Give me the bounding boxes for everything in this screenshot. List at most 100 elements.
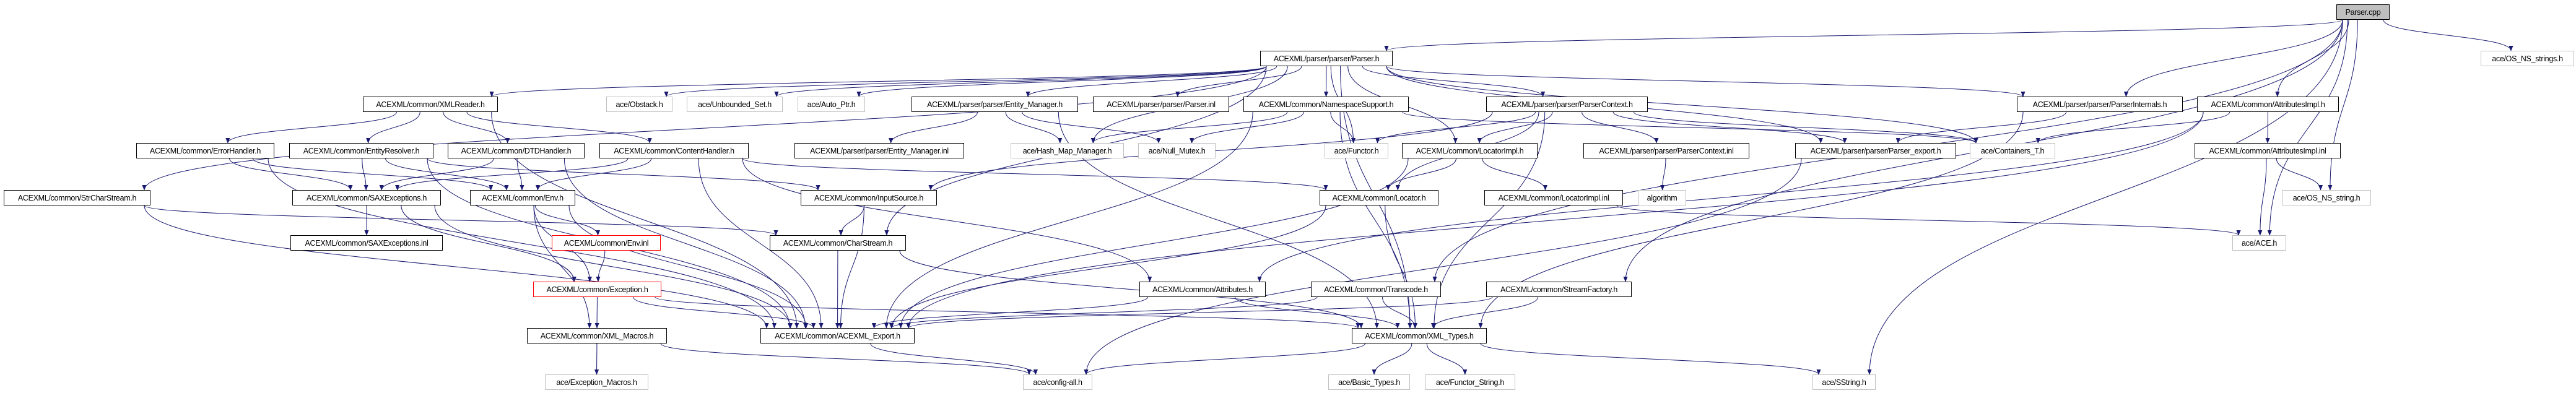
node-streamfact[interactable]: ACEXML/common/StreamFactory.h	[1486, 282, 1632, 297]
node-label: ACEXML/common/XML_Macros.h	[540, 331, 654, 340]
node-parser-h[interactable]: ACEXML/parser/parser/Parser.h	[1260, 51, 1393, 66]
node-label: ace/OS_NS_string.h	[2292, 193, 2361, 202]
edge-errh-to-envh	[252, 158, 494, 191]
node-xmlreader[interactable]: ACEXML/common/XMLReader.h	[363, 97, 498, 112]
edge-xmlreader-to-dtdh	[443, 111, 510, 144]
node-locimpl[interactable]: ACEXML/common/LocatorImpl.h	[1402, 143, 1538, 158]
edge-pctx-to-locimpl	[1477, 111, 1553, 144]
node-parserinl[interactable]: ACEXML/parser/parser/Parser.inl	[1093, 97, 1229, 112]
node-entmgr[interactable]: ACEXML/parser/parser/Entity_Manager.h	[912, 97, 1078, 112]
edge-parser_h-to-unbset	[774, 66, 1267, 97]
node-conth[interactable]: ACEXML/common/ContentHandler.h	[599, 143, 749, 158]
node-label: ACEXML/common/SAXExceptions.inl	[305, 238, 429, 248]
edge-parser_h-to-entmgr	[1025, 66, 1277, 97]
node-exception[interactable]: ACEXML/common/Exception.h	[533, 282, 661, 297]
node-functorstr[interactable]: ace/Functor_String.h	[1425, 374, 1515, 390]
edge-nssupport-to-hashmap	[1090, 111, 1288, 144]
node-xmltypes[interactable]: ACEXML/common/XML_Types.h	[1352, 328, 1487, 343]
node-osnsstring[interactable]: ace/OS_NS_string.h	[2282, 190, 2371, 205]
node-pinternals[interactable]: ACEXML/parser/parser/ParserInternals.h	[2017, 97, 2183, 112]
edge-inputsrc-to-export	[838, 205, 864, 329]
edge-conth-to-saxexc	[395, 158, 629, 191]
node-containers[interactable]: ace/Containers_T.h	[1970, 143, 2055, 158]
node-basictypes[interactable]: ace/Basic_Types.h	[1328, 374, 1410, 390]
edge-strchar-to-charstream	[144, 205, 778, 236]
edge-entmgr-to-entmgrinl	[889, 111, 978, 144]
node-attrimplinl[interactable]: ACEXML/common/AttributesImpl.inl	[2195, 143, 2341, 158]
node-attributes[interactable]: ACEXML/common/Attributes.h	[1139, 282, 1266, 297]
node-excmacros[interactable]: ace/Exception_Macros.h	[545, 374, 648, 390]
node-envh[interactable]: ACEXML/common/Env.h	[470, 190, 575, 205]
node-sstring[interactable]: ace/SString.h	[1812, 374, 1876, 390]
edge-nssupport-to-containers	[1402, 111, 1978, 144]
node-pctx[interactable]: ACEXML/parser/parser/ParserContext.h	[1486, 97, 1648, 112]
node-inputsrc[interactable]: ACEXML/common/InputSource.h	[801, 190, 937, 205]
node-label: ace/Exception_Macros.h	[556, 378, 637, 387]
node-obstack[interactable]: ace/Obstack.h	[606, 97, 672, 112]
node-pctxinl[interactable]: ACEXML/parser/parser/ParserContext.inl	[1583, 143, 1749, 158]
node-label: ACEXML/common/DTDHandler.h	[461, 146, 572, 155]
node-transcode[interactable]: ACEXML/common/Transcode.h	[1311, 282, 1441, 297]
node-export[interactable]: ACEXML/common/ACEXML_Export.h	[760, 328, 915, 343]
node-saxinl[interactable]: ACEXML/common/SAXExceptions.inl	[290, 235, 443, 251]
node-label: ACEXML/common/XMLReader.h	[376, 100, 485, 109]
node-dtdh[interactable]: ACEXML/common/DTDHandler.h	[448, 143, 585, 158]
node-locimplinl[interactable]: ACEXML/common/LocatorImpl.inl	[1484, 190, 1623, 205]
edge-saxexc-to-exception	[401, 205, 577, 282]
node-osnss[interactable]: ace/OS_NS_strings.h	[2481, 51, 2574, 66]
node-aceh[interactable]: ace/ACE.h	[2232, 235, 2286, 251]
edge-parser_h-to-autoptr	[856, 66, 1267, 97]
node-autoptr[interactable]: ace/Auto_Ptr.h	[798, 97, 865, 112]
node-label: ace/Containers_T.h	[1980, 146, 2045, 155]
edge-conth-to-attributes	[742, 158, 1152, 282]
node-algorithm[interactable]: algorithm	[1638, 190, 1686, 205]
edge-strchar-to-export	[144, 205, 769, 329]
node-configall[interactable]: ace/config-all.h	[1023, 374, 1092, 390]
node-attrimpl[interactable]: ACEXML/common/AttributesImpl.h	[2197, 97, 2339, 112]
edge-transcode-to-xmltypes	[1382, 296, 1417, 329]
edge-conth-to-export	[698, 158, 824, 329]
node-envinl[interactable]: ACEXML/common/Env.inl	[552, 235, 661, 251]
node-label: ace/Obstack.h	[616, 100, 663, 109]
node-hashmap[interactable]: ace/Hash_Map_Manager.h	[1011, 143, 1124, 158]
edge-saxexc-to-export	[434, 205, 793, 329]
node-nullmutex[interactable]: ace/Null_Mutex.h	[1138, 143, 1216, 158]
node-saxexc[interactable]: ACEXML/common/SAXExceptions.h	[292, 190, 441, 205]
edge-streamfact-to-export	[906, 296, 1493, 329]
node-xmlmacros[interactable]: ACEXML/common/XML_Macros.h	[527, 328, 667, 343]
node-locator[interactable]: ACEXML/common/Locator.h	[1320, 190, 1438, 205]
edge-cpp-to-osnsstring	[2328, 19, 2358, 191]
node-errh[interactable]: ACEXML/common/ErrorHandler.h	[136, 143, 274, 158]
node-strchar[interactable]: ACEXML/common/StrCharStream.h	[4, 190, 150, 205]
node-charstream[interactable]: ACEXML/common/CharStream.h	[770, 235, 906, 251]
node-label: ace/Functor_String.h	[1435, 378, 1505, 387]
edge-pctx-to-containers	[1633, 111, 1978, 144]
node-label: ACEXML/common/SAXExceptions.h	[306, 193, 427, 202]
edge-cpp-to-aceh	[2267, 19, 2348, 236]
edge-cpp-to-parser_h	[1384, 19, 2343, 51]
node-entmgrinl[interactable]: ACEXML/parser/parser/Entity_Manager.inl	[794, 143, 964, 158]
edge-envh-to-export	[568, 205, 809, 329]
node-label: ACEXML/common/LocatorImpl.h	[1416, 146, 1524, 155]
node-label: ACEXML/common/Locator.h	[1332, 193, 1426, 202]
node-label: ACEXML/parser/parser/ParserContext.inl	[1599, 146, 1734, 155]
node-label: ACEXML/parser/parser/Parser.inl	[1107, 100, 1216, 109]
edge-transcode-to-export	[889, 296, 1318, 329]
edge-nssupport-to-functor	[1330, 111, 1356, 144]
edge-envh-to-xmlmacros	[533, 205, 592, 329]
edge-dtdh-to-export	[564, 158, 808, 329]
edge-parser_h-to-parserinl	[1175, 66, 1302, 97]
edge-charstream-to-xmltypes	[899, 250, 1364, 329]
node-unbset[interactable]: ace/Unbounded_Set.h	[687, 97, 783, 112]
node-entres[interactable]: ACEXML/common/EntityResolver.h	[289, 143, 433, 158]
node-cpp[interactable]: Parser.cpp	[2336, 4, 2390, 20]
node-functor[interactable]: ace/Functor.h	[1325, 143, 1388, 158]
node-label: ACEXML/common/AttributesImpl.h	[2211, 100, 2325, 109]
edge-entres-to-saxexc	[362, 158, 368, 191]
node-pexport[interactable]: ACEXML/parser/parser/Parser_export.h	[1795, 143, 1956, 158]
node-nssupport[interactable]: ACEXML/common/NamespaceSupport.h	[1243, 97, 1409, 112]
node-label: ACEXML/common/AttributesImpl.inl	[2209, 146, 2326, 155]
edge-parser_h-to-obstack	[664, 66, 1267, 97]
edge-parser_h-to-pctx	[1362, 66, 1546, 97]
